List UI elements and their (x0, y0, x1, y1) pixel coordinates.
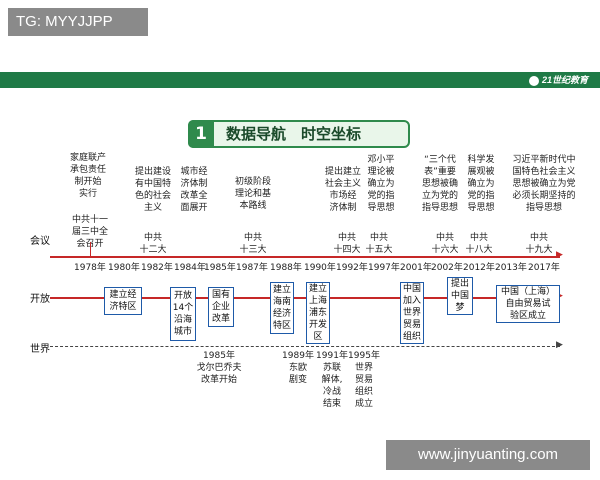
world-arrow-icon: ▶ (556, 340, 563, 350)
logo-text: 21世纪教育 (541, 75, 588, 85)
year-label: 1990年 (304, 263, 336, 273)
box-pudong: 建立 上海 浦东 开发 区 (306, 282, 330, 344)
note-scientific-outlook: 科学发 展观被 确立为 党的指 导思想 (467, 155, 495, 213)
box-soe-reform: 国有 企业 改革 (208, 287, 234, 327)
year-label: 1978年 (74, 263, 106, 273)
year-label: 1985年 (204, 263, 236, 273)
note-deng-theory: 邓小平 理论被 确立为 党的指 导思想 (367, 155, 395, 213)
meeting-11th-3rd-plenum: 中共十一 届三中全 会召开 (71, 215, 108, 249)
meeting-13th-congress: 中共 十三大 (239, 233, 267, 255)
year-label: 1982年 (141, 263, 173, 273)
meeting-15th-congress: 中共 十五大 (365, 233, 393, 255)
row-label-world: 世界 (30, 344, 50, 355)
watermark-top: TG: MYYJJPP (8, 8, 148, 36)
meeting-16th-congress: 中共 十六大 (431, 233, 459, 255)
year-label: 1992年 (336, 263, 368, 273)
box-wto-accession: 中国 加入 世界 贸易 组织 (400, 282, 424, 344)
year-label: 2017年 (528, 263, 560, 273)
opening-axis (50, 297, 560, 299)
note-urban-reform: 城市经 济体制 改革全 面展开 (180, 167, 208, 213)
section-title-box (188, 120, 410, 148)
row-label-meeting: 会议 (30, 236, 50, 247)
note-three-represents: “三个代 表”重要 思想被确 立为党的 指导思想 (421, 155, 458, 213)
world-axis (50, 346, 560, 347)
section-title: 数据导航 时空坐标 (226, 125, 362, 143)
note-socialism-chinese: 提出建设 有中国特 色的社会 主义 (134, 167, 171, 213)
year-label: 1997年 (368, 263, 400, 273)
world-gorbachev-reform: 1985年 戈尔巴乔夫 改革开始 (196, 351, 242, 385)
year-label: 2012年 (463, 263, 495, 273)
timeline-axis (50, 256, 560, 258)
year-label: 1984年 (174, 263, 206, 273)
note-market-economy: 提出建立 社会主义 市场经 济体制 (324, 167, 361, 213)
box-hainan-sez: 建立 海南 经济 特区 (270, 282, 294, 334)
meeting-14th-congress: 中共 十四大 (333, 233, 361, 255)
meeting-19th-congress: 中共 十九大 (525, 233, 553, 255)
world-wto-founded: 1995年 世界 贸易 组织 成立 (348, 351, 380, 409)
meeting-12th-congress: 中共 十二大 (139, 233, 167, 255)
note-primary-stage: 初级阶段 理论和基 本路线 (234, 177, 271, 211)
meeting-tick (90, 242, 91, 256)
year-label: 1987年 (236, 263, 268, 273)
year-label: 2002年 (431, 263, 463, 273)
meeting-18th-congress: 中共 十八大 (465, 233, 493, 255)
timeline-arrow-icon: ▶ (556, 250, 563, 260)
note-xi-thought: 习近平新时代中 国特色社会主义 思想被确立为党 必须长期坚持的 指导思想 (512, 155, 576, 213)
watermark-bottom: www.jinyuanting.com (386, 440, 590, 470)
year-label: 2001年 (400, 263, 432, 273)
header-bar (0, 72, 600, 88)
year-label: 2013年 (495, 263, 527, 273)
world-ussr-collapse: 1991年 苏联 解体, 冷战 结束 (316, 351, 348, 409)
runner-icon (528, 75, 539, 86)
row-label-opening: 开放 (30, 294, 50, 305)
box-china-dream: 提出 中国 梦 (447, 277, 473, 315)
brand-logo: 21世纪教育 (478, 73, 588, 87)
box-shanghai-ftz: 中国（上海） 自由贸易试 验区成立 (496, 285, 560, 323)
box-14-coastal-cities: 开放 14个 沿海 城市 (170, 287, 196, 341)
meeting-tick (253, 256, 254, 258)
meeting-tick (153, 256, 154, 258)
note-household-contract: 家庭联产 承包责任 制开始 实行 (69, 153, 106, 199)
box-special-economic-zones: 建立经 济特区 (104, 287, 142, 315)
section-number: 1 (188, 120, 214, 148)
year-label: 1980年 (108, 263, 140, 273)
world-eastern-europe: 1989年 东欧 剧变 (282, 351, 314, 385)
year-label: 1988年 (270, 263, 302, 273)
